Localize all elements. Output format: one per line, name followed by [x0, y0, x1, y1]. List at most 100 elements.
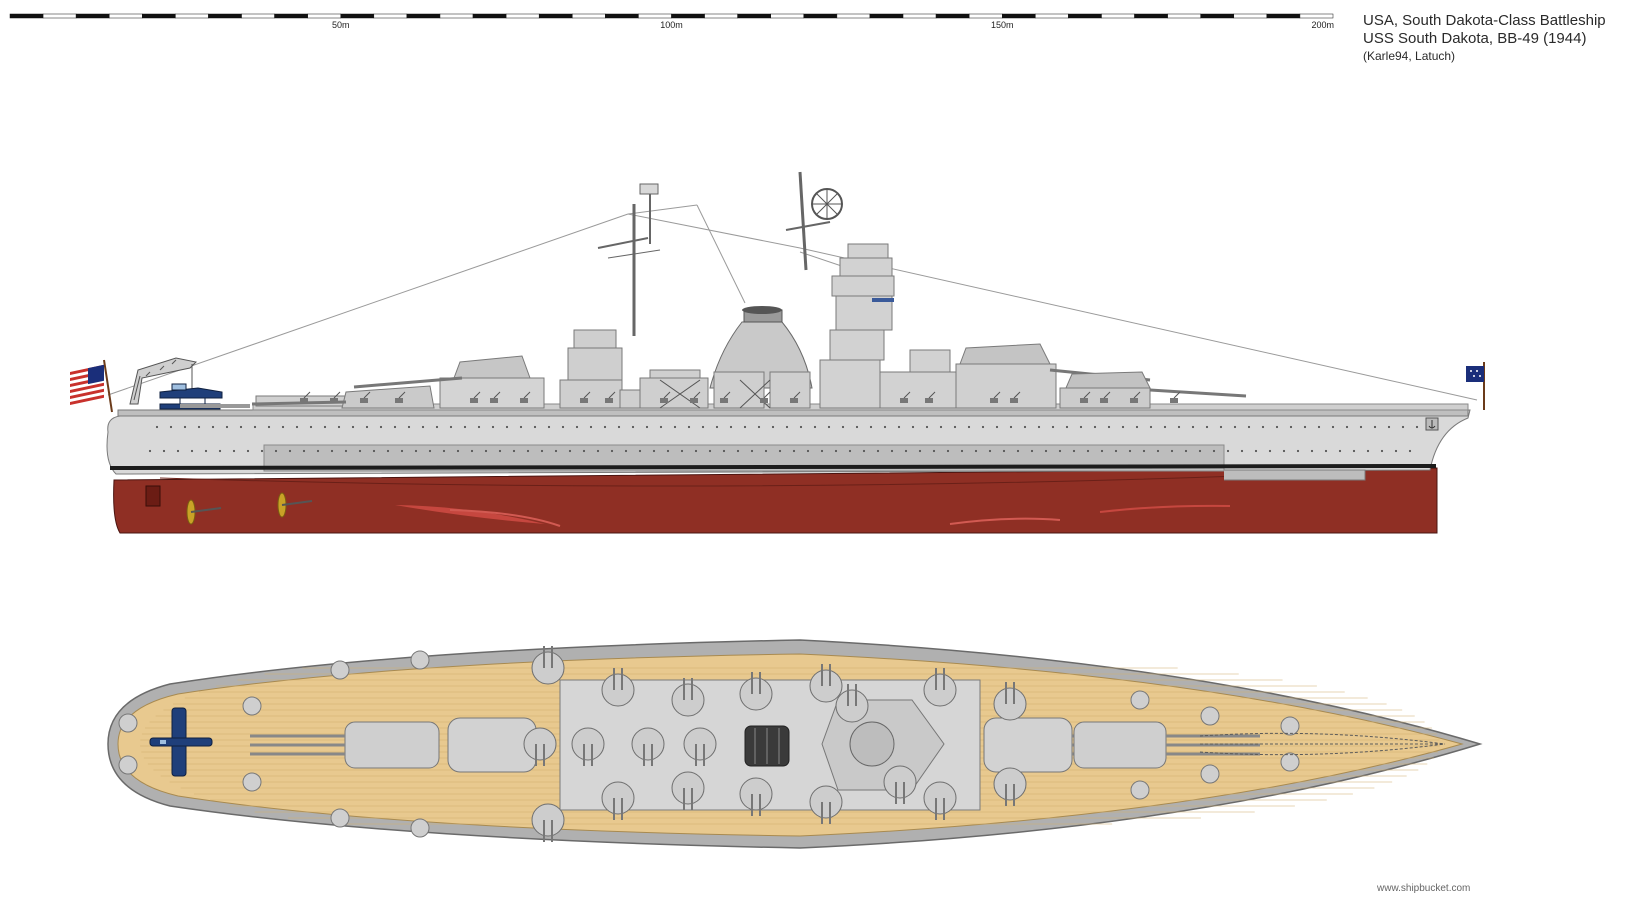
main-turret-plan-forward — [1073, 721, 1260, 769]
scale-segment — [1134, 13, 1168, 19]
scale-segment — [175, 13, 209, 19]
hull-streak — [395, 505, 545, 524]
scale-segment — [307, 13, 341, 19]
scale-segment — [274, 13, 308, 19]
scale-segment — [770, 13, 805, 19]
secondary-mount-plan — [835, 689, 869, 723]
aa-mount-plan — [1130, 780, 1150, 800]
title-block: USA, South Dakota-Class Battleship USS S… — [1363, 12, 1606, 64]
propeller — [186, 499, 222, 525]
secondary-mount-plan — [523, 727, 557, 761]
forward-superstructure — [819, 243, 961, 409]
scale-segment — [704, 13, 738, 19]
porthole-row — [155, 425, 1419, 429]
secondary-mount-plan — [809, 785, 843, 819]
catapult — [180, 404, 250, 408]
secondary-mount-plan — [671, 683, 705, 717]
scale-segment — [836, 13, 871, 19]
scale-segment — [208, 13, 242, 19]
secondary-mount-plan — [739, 777, 773, 811]
secondary-mount-plan — [601, 673, 635, 707]
aa-mount-plan — [242, 772, 262, 792]
scale-segment — [472, 13, 507, 19]
aa-mount-plan — [1280, 752, 1300, 772]
main-turret-aft — [251, 385, 435, 409]
scale-segment — [1233, 13, 1268, 19]
scale-segment — [803, 13, 838, 19]
boot-top — [109, 464, 1437, 470]
side-profile-view — [70, 171, 1485, 534]
scale-bar — [9, 13, 1334, 19]
scale-segment — [241, 13, 275, 19]
scale-segment — [968, 13, 1003, 19]
secondary-mount-plan — [993, 767, 1027, 801]
scale-segment — [737, 13, 771, 19]
crane-icon — [129, 357, 198, 405]
aa-mount-plan — [1130, 690, 1150, 710]
scale-segment — [1068, 13, 1102, 19]
secondary-mount-plan — [923, 781, 957, 815]
aa-mount-plan — [410, 818, 430, 838]
floatplane-icon — [149, 707, 213, 777]
aa-gun-row — [300, 391, 1181, 403]
main-turret-plan-aft-superfiring — [447, 717, 537, 773]
us-flag-icon — [70, 359, 113, 413]
scale-label: 100m — [660, 20, 683, 30]
aa-mount-plan — [242, 696, 262, 716]
title-ship: USS South Dakota, BB-49 (1944) — [1363, 30, 1587, 47]
credits: (Karle94, Latuch) — [1363, 49, 1456, 63]
main-mast — [597, 183, 661, 336]
lattice-supports — [659, 379, 771, 409]
secondary-mount-plan — [601, 781, 635, 815]
scale-segment — [42, 13, 77, 19]
scale-segment — [902, 13, 937, 19]
scale-segment — [1266, 13, 1301, 19]
aa-mount-plan — [410, 650, 430, 670]
hull-streak — [449, 509, 561, 527]
scale-label: 150m — [990, 20, 1014, 30]
aa-mount-plan — [1200, 764, 1220, 784]
secondary-mount-plan — [571, 727, 605, 761]
scale-segment — [1200, 13, 1235, 19]
scale-segment — [869, 13, 904, 19]
secondary-mount-plan — [671, 771, 705, 805]
scale-label: 200m — [1311, 20, 1334, 30]
secondary-mount-plan — [631, 727, 665, 761]
scale-segment — [373, 13, 408, 19]
secondary-mount-plan — [531, 803, 565, 837]
scale-segment — [1002, 13, 1036, 19]
hull-streak — [1099, 504, 1231, 513]
scale-segment — [9, 13, 44, 19]
propeller — [277, 492, 313, 518]
waterline-step — [1224, 469, 1366, 481]
main-deck-edge — [117, 409, 1469, 417]
funnel-grate — [754, 728, 780, 764]
secondary-mount-plan — [923, 673, 957, 707]
secondary-mount-plan — [809, 669, 843, 703]
foremast — [785, 171, 831, 271]
scale-label: 50m — [331, 20, 350, 30]
scale-segment — [505, 13, 540, 19]
aa-mount-plan — [1200, 706, 1220, 726]
aa-mount-plan — [118, 755, 138, 775]
main-turret-plan-aft — [250, 721, 440, 769]
scale-segment — [638, 13, 672, 19]
director-plan — [849, 721, 895, 767]
aa-mount-plan — [330, 808, 350, 828]
aa-mount-plan — [330, 660, 350, 680]
radar-antenna-icon — [811, 188, 843, 220]
main-turret-forward — [1059, 371, 1247, 409]
bridge-windows — [872, 298, 894, 302]
aa-mount-plan — [118, 713, 138, 733]
title-class: USA, South Dakota-Class Battleship — [1363, 12, 1606, 29]
scale-segment — [671, 13, 705, 19]
aa-mount-plan — [1280, 716, 1300, 736]
secondary-mount-plan — [683, 727, 717, 761]
scale-segment — [142, 13, 176, 19]
secondary-mount-plan — [739, 677, 773, 711]
scale-segment — [572, 13, 606, 19]
secondary-mount-plan — [883, 765, 917, 799]
scale-segment — [1101, 13, 1135, 19]
rudder-post — [145, 485, 161, 507]
bilge-line — [159, 475, 1241, 487]
